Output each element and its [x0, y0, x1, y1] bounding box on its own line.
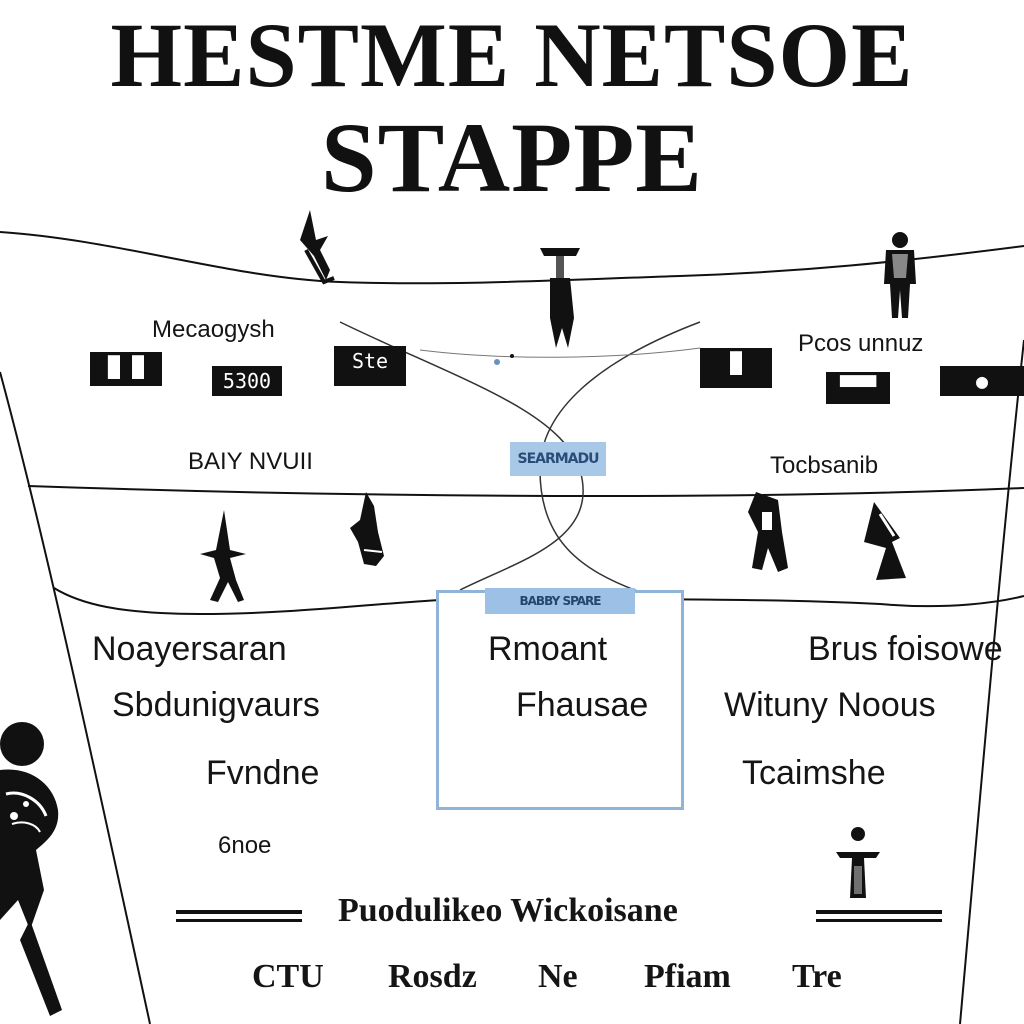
- label-top-right: Pcos unnuz: [798, 330, 924, 357]
- upper-horizon-line: [0, 231, 1024, 285]
- title-line-1: HESTME NETSOE: [110, 4, 914, 106]
- figure-top-right: [884, 232, 916, 318]
- figure-mid-left-1: [200, 510, 246, 602]
- small-dot: [494, 359, 500, 365]
- footer-rule-left: [176, 910, 302, 922]
- figure-lower-right: [836, 827, 880, 898]
- label-center-col-2: Fhausae: [516, 686, 649, 724]
- crossing-curve-c: [419, 347, 701, 358]
- plaque-4: ▐▌: [700, 348, 772, 388]
- label-left-col-4: 6noe: [218, 832, 272, 859]
- title-line-2: STAPPE: [321, 102, 703, 213]
- label-mid-center: SEARMADU: [510, 442, 606, 476]
- label-right-col-2: Wituny Noous: [724, 686, 936, 724]
- plaque-3: Ste: [334, 346, 406, 386]
- footer-item-3: Ne: [538, 958, 578, 995]
- plaque-5: ▀▀▀: [826, 372, 890, 404]
- figure-top-center: [540, 248, 580, 348]
- label-left-col-2: Sbdunigvaurs: [112, 686, 320, 724]
- label-right-col-3: Tcaimshe: [742, 754, 886, 792]
- footer-rule-right: [816, 910, 942, 922]
- plaque-2: 5300: [212, 366, 282, 396]
- figure-mid-right-2: [864, 502, 906, 580]
- right-slope-line: [959, 339, 1024, 1024]
- footer-item-1: CTU: [252, 958, 324, 995]
- label-left-col-3: Fvndne: [206, 754, 320, 792]
- figure-runner: [0, 722, 62, 1016]
- label-mid-right: Tocbsanib: [770, 452, 879, 479]
- label-right-col-1: Brus foisowe: [808, 630, 1003, 668]
- plaque-6: ●: [940, 366, 1024, 396]
- label-top-left: Mecaogysh: [152, 316, 275, 343]
- label-mid-left: BAIY NVUII: [188, 448, 313, 475]
- footer-item-5: Tre: [792, 958, 842, 995]
- footer-item-2: Rosdz: [388, 958, 477, 995]
- small-dot-2: [510, 354, 514, 358]
- center-box-header: BABBY SPARE: [485, 588, 635, 614]
- label-center-col-1: Rmoant: [488, 630, 608, 668]
- left-slope-line: [0, 371, 151, 1024]
- figure-mid-left-2: [350, 492, 384, 566]
- label-left-col-1: Noayersaran: [92, 630, 287, 668]
- plaque-1: ▐▌▐▌: [90, 352, 162, 386]
- figure-top-left: [300, 210, 335, 285]
- figure-mid-right-1: [748, 492, 788, 572]
- footer-item-4: Pfiam: [644, 958, 731, 995]
- footer-middle-text: Puodulikeo Wickoisane: [338, 892, 678, 929]
- middle-horizon-line: [27, 485, 1024, 498]
- center-info-box: [436, 590, 684, 810]
